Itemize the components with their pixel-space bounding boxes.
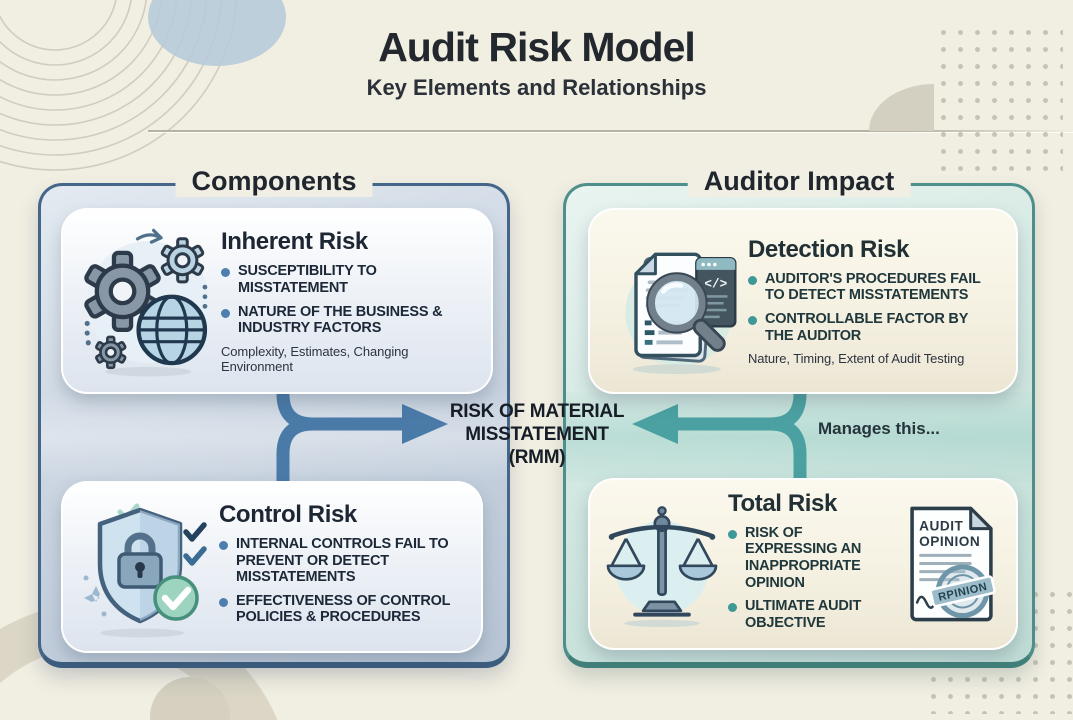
bullet-item: NATURE OF THE BUSINESS & INDUSTRY FACTOR…: [221, 304, 473, 337]
auditor-impact-panel-header: Auditor Impact: [687, 166, 911, 197]
bullet-dot: [748, 275, 757, 285]
bullet-dot: [728, 529, 737, 539]
inherent-risk-card: Inherent Risk SUSCEPTIBILITY TO MISSTATE…: [61, 208, 493, 394]
bullet-item: EFFECTIVENESS OF CONTROL POLICIES & PROC…: [219, 593, 463, 626]
manages-this-label: Manages this...: [818, 419, 940, 438]
audit-opinion-line2: OPINION: [919, 534, 980, 549]
bullet-item: AUDITOR'S PROCEDURES FAIL TO DETECT MISS…: [748, 271, 998, 304]
audit-opinion-doc-wrap: AUDIT OPINION RPINION: [902, 502, 1002, 626]
detection-risk-card: </> De: [588, 208, 1018, 394]
auditor-impact-panel: Auditor Impact: [563, 166, 1035, 668]
detection-risk-title: Detection Risk: [748, 235, 910, 263]
auditor-to-rmm-arrow: [632, 378, 807, 490]
control-risk-title: Control Risk: [219, 501, 357, 529]
detection-risk-icon-wrap: </>: [596, 225, 748, 377]
audit-opinion-document-icon: AUDIT OPINION RPINION: [910, 506, 996, 622]
rmm-label: RISK OF MATERIAL MISSTATEMENT (RMM): [435, 401, 639, 469]
bullet-dot: [728, 603, 737, 613]
inherent-risk-content: Inherent Risk SUSCEPTIBILITY TO MISSTATE…: [221, 228, 477, 374]
bullet-text: CONTROLLABLE FACTOR BY THE AUDITOR: [765, 311, 968, 344]
bullet-dot: [221, 268, 230, 278]
components-panel-header: Components: [175, 166, 373, 197]
bullet-item: CONTROLLABLE FACTOR BY THE AUDITOR: [748, 311, 998, 344]
bullet-text: INTERNAL CONTROLS FAIL TO PREVENT OR DET…: [236, 536, 449, 586]
control-risk-content: Control Risk INTERNAL CONTROLS FAIL TO P…: [219, 501, 467, 633]
detection-risk-bullets: AUDITOR'S PROCEDURES FAIL TO DETECT MISS…: [748, 271, 998, 344]
total-risk-card: Total Risk RISK OF EXPRESSING AN INAPPRO…: [588, 478, 1018, 650]
header-divider-line: [148, 130, 1073, 132]
inherent-risk-footnote: Complexity, Estimates, Changing Environm…: [221, 343, 409, 374]
detection-risk-footnote: Nature, Timing, Extent of Audit Testing: [748, 351, 965, 367]
document-magnifier-code-icon: </>: [625, 252, 737, 374]
inherent-risk-icon-wrap: [69, 225, 221, 377]
dot-grid-top-right: [935, 24, 1063, 182]
bullet-item: SUSCEPTIBILITY TO MISSTATEMENT: [221, 263, 473, 296]
total-risk-icon-wrap: [596, 494, 728, 634]
audit-opinion-line1: AUDIT: [919, 519, 963, 534]
bullet-text: NATURE OF THE BUSINESS & INDUSTRY FACTOR…: [238, 303, 443, 337]
concentric-rings-decoration: [0, 0, 238, 171]
shield-lock-check-icon: [83, 503, 207, 638]
bullet-dot: [221, 308, 230, 318]
detection-risk-content: Detection Risk AUDITOR'S PROCEDURES FAIL…: [748, 236, 1002, 366]
page-title: Audit Risk Model: [378, 24, 696, 70]
bullet-text: SUSCEPTIBILITY TO MISSTATEMENT: [238, 263, 377, 296]
inherent-risk-bullets: SUSCEPTIBILITY TO MISSTATEMENT NATURE OF…: [221, 263, 473, 336]
bullet-text: ULTIMATE AUDIT OBJECTIVE: [745, 598, 862, 631]
rmm-line1: RISK OF MATERIAL: [449, 401, 625, 422]
control-risk-card: Control Risk INTERNAL CONTROLS FAIL TO P…: [61, 481, 483, 653]
magnifier-glass: [646, 272, 726, 352]
bullet-text: AUDITOR'S PROCEDURES FAIL TO DETECT MISS…: [765, 270, 981, 304]
inherent-risk-title: Inherent Risk: [221, 228, 368, 256]
total-risk-bullets: RISK OF EXPRESSING AN INAPPROPRIATE OPIN…: [728, 525, 898, 631]
control-risk-icon-wrap: [69, 496, 219, 638]
header: Audit Risk Model Key Elements and Relati…: [0, 24, 1073, 101]
bullet-item: RISK OF EXPRESSING AN INAPPROPRIATE OPIN…: [728, 525, 898, 591]
bullet-text: RISK OF EXPRESSING AN INAPPROPRIATE OPIN…: [745, 524, 862, 591]
rmm-line3: (RMM): [508, 446, 566, 468]
total-risk-content: Total Risk RISK OF EXPRESSING AN INAPPRO…: [728, 490, 902, 638]
bullet-dot: [748, 316, 757, 325]
opinion-stamp: RPINION: [929, 564, 996, 619]
components-panel: Components: [38, 166, 510, 668]
rmm-line2: MISSTATEMENT: [465, 423, 609, 445]
balance-scale-icon: [606, 506, 718, 627]
gears-globe-icon: [84, 228, 210, 377]
total-risk-title: Total Risk: [728, 489, 837, 517]
left-arrow-band: [41, 392, 507, 482]
control-risk-bullets: INTERNAL CONTROLS FAIL TO PREVENT OR DET…: [219, 536, 463, 626]
bullet-item: INTERNAL CONTROLS FAIL TO PREVENT OR DET…: [219, 536, 463, 586]
page-subtitle: Key Elements and Relationships: [366, 75, 707, 100]
bullet-item: ULTIMATE AUDIT OBJECTIVE: [728, 598, 898, 631]
bullet-text: EFFECTIVENESS OF CONTROL POLICIES & PROC…: [236, 592, 451, 626]
bullet-dot: [219, 597, 228, 607]
components-to-rmm-arrow: [276, 378, 448, 490]
bullet-dot: [219, 541, 228, 551]
code-glyph: </>: [704, 276, 727, 291]
